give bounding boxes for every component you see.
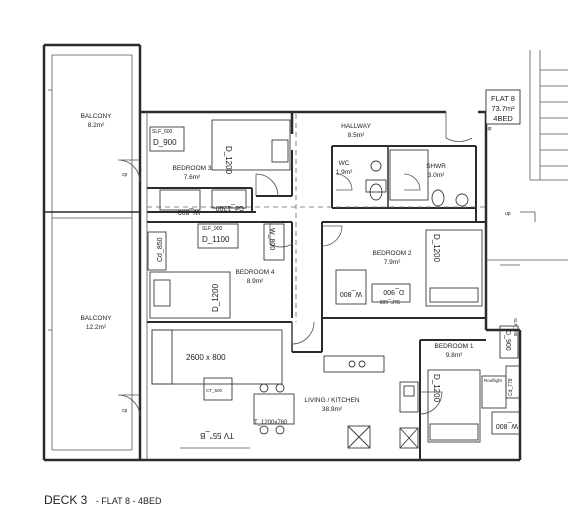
doors (117, 112, 473, 418)
b4-slf-label: SLF_900 (202, 226, 223, 232)
hallway-area: 8.5m² (348, 132, 365, 139)
b3-slf-label: SLF_600 (152, 129, 173, 135)
shwr-area: 3.0m² (428, 172, 445, 179)
bedroom2-area: 7.9m² (384, 259, 401, 266)
bedroom3-name: BEDROOM 3 (172, 165, 211, 172)
b2-w800-label: W_800 (340, 290, 362, 297)
bedroom4-area: 8.9m² (247, 278, 264, 285)
living-name: LIVING / KITCHEN (304, 397, 360, 404)
bedroom4-name: BEDROOM 4 (235, 269, 274, 276)
flat-number: FLAT 8 (491, 94, 515, 103)
balcony-bottom-area: 12.2m² (86, 324, 107, 331)
b3-w800-label: W_800 (178, 208, 200, 215)
b2-slf-label: SLF_600 (379, 298, 400, 304)
flat-label-box (485, 89, 521, 125)
bedroom2-name: BEDROOM 2 (372, 250, 411, 257)
hallway-name: HALLWAY (341, 123, 372, 130)
flat-beds: 4BED (493, 114, 513, 123)
sofa-label: 2600 x 800 (186, 353, 226, 362)
furniture (147, 119, 521, 449)
balcony-bottom-name: BALCONY (80, 315, 112, 322)
stair-up-label: up (505, 211, 511, 217)
b2-d900-label: D_900 (383, 288, 404, 295)
b1-cd-label: Cd_778 (508, 378, 514, 396)
room-labels: BALCONY 8.2m² BALCONY 12.2m² HALLWAY 8.5… (80, 113, 473, 413)
dashed-lines (147, 114, 486, 322)
shwr-name: SHWR (426, 163, 446, 170)
caption-deck: DECK 3 (44, 493, 88, 507)
b1-slf-label: SLF_600 (513, 318, 518, 337)
b2-d1200-label: D_1200 (432, 234, 441, 263)
ct-label: CT_500 (206, 388, 223, 393)
wc-name: WC (339, 160, 350, 167)
b4-d1100-label: D_1100 (202, 235, 230, 244)
bedroom3-area: 7.6m² (184, 174, 201, 181)
outer-walls (42, 43, 522, 462)
flat-area: 73.7m² (491, 104, 515, 113)
furniture-labels: SLF_600 D_900 D_1200 W_800 Cd_1200 SLF_9… (122, 126, 518, 440)
bedroom1-name: BEDROOM 1 (434, 343, 473, 350)
balcony-bottom-cp-label: cp (122, 408, 128, 414)
balcony-top-name: BALCONY (80, 113, 112, 120)
balcony-frames (44, 54, 140, 451)
flat-label: FLAT 8 73.7m² 4BED (491, 94, 515, 123)
b1-d1200-label: D_1200 (432, 374, 441, 403)
caption-rest: - FLAT 8 - 4BED (96, 496, 162, 506)
b1-w800-label: W_800 (496, 422, 518, 429)
b1-rooflight-label: Rooflight (484, 378, 503, 383)
b4-w800-label: W_800 (268, 228, 275, 250)
flat-up-label: up (486, 126, 492, 132)
b3-cd1200-label: Cd_1200 (215, 204, 244, 211)
b4-d1200-label: D_1200 (211, 283, 220, 312)
table-label: T_1200x760 (254, 420, 288, 426)
interior-walls (147, 145, 486, 460)
wc-area: 1.9m² (336, 169, 353, 176)
b1-d900-label: D_900 (504, 330, 511, 351)
balcony-top-cp-label: cp (122, 172, 128, 178)
bedroom1-area: 9.8m² (446, 352, 463, 359)
stairs (486, 50, 568, 266)
living-area: 38.9m² (322, 406, 343, 413)
b3-d900-label: D_900 (153, 138, 177, 147)
balcony-top-area: 8.2m² (88, 122, 105, 129)
tv-label: TV 55"_B (200, 431, 234, 440)
drawing-caption: DECK 3 - FLAT 8 - 4BED (44, 491, 162, 508)
b4-cd850-label: Cd_850 (157, 237, 164, 262)
b3-d1200-label: D_1200 (224, 146, 233, 175)
